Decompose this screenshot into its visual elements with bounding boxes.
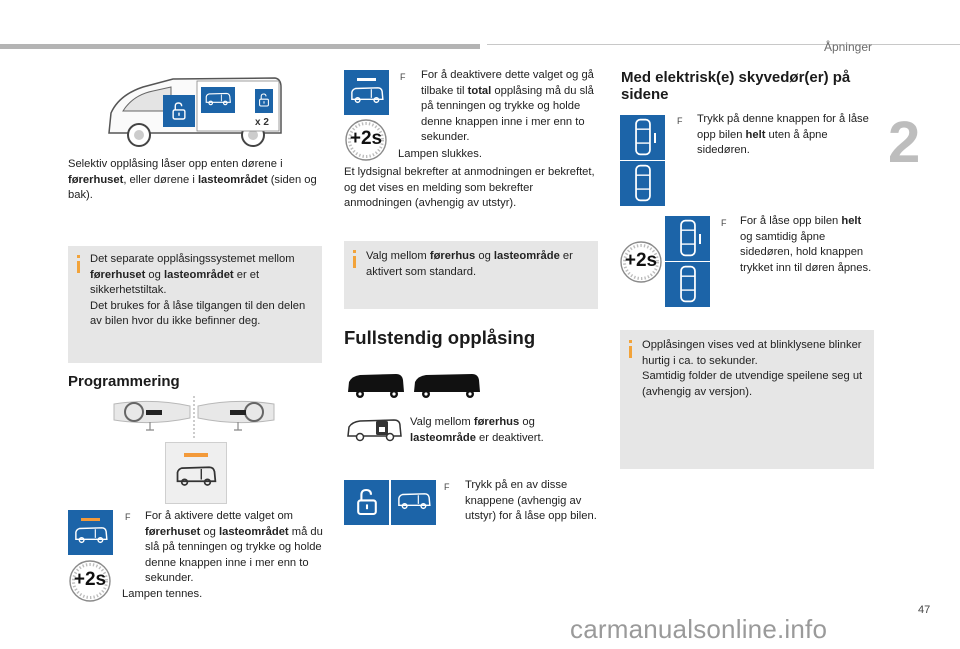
van-silhouettes [346,370,481,400]
van-top-icon [680,265,696,303]
info-bar [353,256,356,268]
cab-unlock-indicator [163,95,195,127]
activate-button-icon [68,510,113,555]
padlock-open-icon [357,488,377,516]
info-box-indicators: Opplåsingen vises ved at blinklysene bli… [620,330,874,469]
programming-heading: Programmering [68,373,180,390]
selective-unlock-button[interactable] [165,442,227,504]
rear-unlock-indicator [255,89,273,113]
unlock-open-button-icon [665,216,710,261]
hold-2s-label: +2s [73,569,107,590]
remote-unlock-button-icon [620,115,665,160]
double-press-badge: x 2 [255,117,269,128]
padlock-icon [259,93,269,107]
info-icon [629,340,632,343]
page-number: 47 [918,604,931,616]
van-side-icon [75,526,108,544]
unlock-button-icon [344,480,389,525]
van-side-icon [205,92,231,106]
hold-2s-icon: +2s [619,240,663,284]
van-lamp-off-icon [346,418,402,442]
section-title: Åpninger [823,40,872,54]
van-silhouettes-drawing [348,374,480,398]
padlock-open-icon [172,102,186,120]
hold-2s-icon: +2s [344,118,388,162]
unlock-open-text: For å låse opp bilen helt og samtidig åp… [740,215,872,274]
lamp-off-indicator [357,78,376,81]
hold-2s-label: +2s [349,128,383,149]
deactivate-text: For å deaktivere dette valget og gå tilb… [421,69,594,143]
lamp-on-indicator [81,518,100,521]
deactivate-button-icon [344,70,389,115]
info-text: Det separate opplåsingssystemet mellom f… [90,253,306,327]
van-top-icon [635,164,651,202]
hold-2s-icon: +2s [68,559,112,603]
intro-text: Selektiv opplåsing låser opp enten døren… [68,158,317,201]
door-mark [654,133,656,143]
confirmation-text: Et lydsignal bekrefter at anmodningen er… [344,166,595,209]
van-illustration: x 2 [103,73,283,151]
lamp-on-text: Lampen tennes. [122,588,203,600]
header-rule [487,44,960,45]
lamp-off-text: Lampen slukkes. [398,148,482,160]
press-unlock-text: Trykk på en av disse knappene (avhengig … [465,479,597,522]
info-bar [629,346,632,358]
button-lamp [184,453,208,457]
van-top-icon [680,219,696,257]
sliding-door-heading: Med elektrisk(e) skyvedør(er) på sidene [621,69,851,103]
dashboard-drawing [113,396,275,438]
unlock-van-button-icon [391,480,436,525]
deactivated-text: Valg mellom førerhus og lasteområde er d… [410,416,544,444]
van-side-icon [398,492,431,510]
van-top-icon [635,118,651,156]
info-box-default: Valg mellom førerhus og lasteområde er a… [344,241,598,309]
cargo-unlock-indicator [201,87,235,113]
info-box-separate-system: Det separate opplåsingssystemet mellom f… [68,246,322,363]
info-bar [77,261,80,273]
unlock-only-text: Trykk på denne knappen for å låse opp bi… [697,113,869,156]
van-lock-drawing [347,419,402,442]
activate-text: For å aktivere dette valget om førerhuse… [145,510,323,584]
info-text: Opplåsingen vises ved at blinklysene bli… [642,339,863,398]
full-unlock-heading: Fullstendig opplåsing [344,327,536,348]
hold-2s-label: +2s [624,250,658,271]
dashboard-illustration [112,396,276,438]
van-side-icon [351,86,384,104]
bullet-icon: F [125,512,131,522]
van-side-icon [176,466,217,486]
watermark: carmanualsonline.info [570,614,828,644]
header-bar [0,44,480,49]
bullet-icon: F [444,482,450,492]
door-mark [699,234,701,244]
chapter-number: 2 [888,110,921,175]
info-icon [77,255,80,258]
bullet-icon: F [400,72,406,82]
open-door-button-icon [665,262,710,307]
bullet-icon: F [721,218,727,228]
info-text: Valg mellom førerhus og lasteområde er a… [366,250,573,278]
info-icon [353,250,356,253]
remote-door-button-icon [620,161,665,206]
bullet-icon: F [677,116,683,126]
